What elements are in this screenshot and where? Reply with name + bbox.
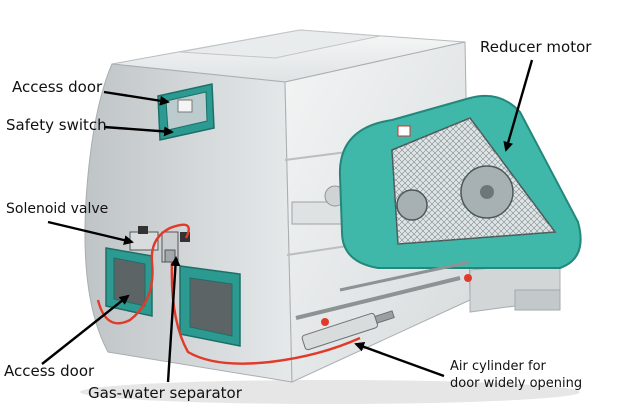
safety-switch-box <box>177 99 193 113</box>
top-flange <box>179 29 381 59</box>
lower-access-door-left-window <box>113 257 146 307</box>
air-cylinder <box>301 310 395 351</box>
arrow-reducer-motor <box>503 59 534 152</box>
arrow-access-door-top <box>103 90 170 106</box>
arrow-solenoid-valve <box>47 220 134 246</box>
solenoid-valve-coil <box>138 226 148 234</box>
arrow-safety-switch <box>103 125 174 137</box>
rod-pin <box>464 274 472 282</box>
label-reducer-motor: Reducer motor <box>480 38 592 56</box>
warning-sticker <box>397 125 411 137</box>
arrow-gas-water-separator <box>166 256 181 383</box>
lower-access-door-right-window <box>189 277 233 337</box>
label-air-cylinder-line2: door widely opening <box>450 376 583 391</box>
label-gas-water-separator: Gas-water separator <box>88 384 242 402</box>
label-safety-switch: Safety switch <box>6 116 107 134</box>
drive-pulley <box>396 189 428 221</box>
linkage-rod <box>339 260 471 292</box>
motor-pulley-hub <box>480 185 494 199</box>
label-solenoid-valve: Solenoid valve <box>6 201 109 217</box>
ground-shadow <box>80 380 580 404</box>
linkage-rod <box>295 276 461 320</box>
base-foot <box>514 289 561 311</box>
separator-bowl <box>164 249 176 263</box>
arrow-air-cylinder <box>354 342 445 378</box>
air-hose <box>170 261 361 365</box>
label-access-door-bottom: Access door <box>4 362 95 380</box>
air-hose <box>96 223 190 325</box>
label-access-door-top: Access door <box>12 78 103 96</box>
arrow-access-door-bottom <box>41 294 130 365</box>
rod-pin <box>321 318 329 326</box>
fitting <box>180 232 190 242</box>
label-air-cylinder-line1: Air cylinder for <box>450 359 546 374</box>
